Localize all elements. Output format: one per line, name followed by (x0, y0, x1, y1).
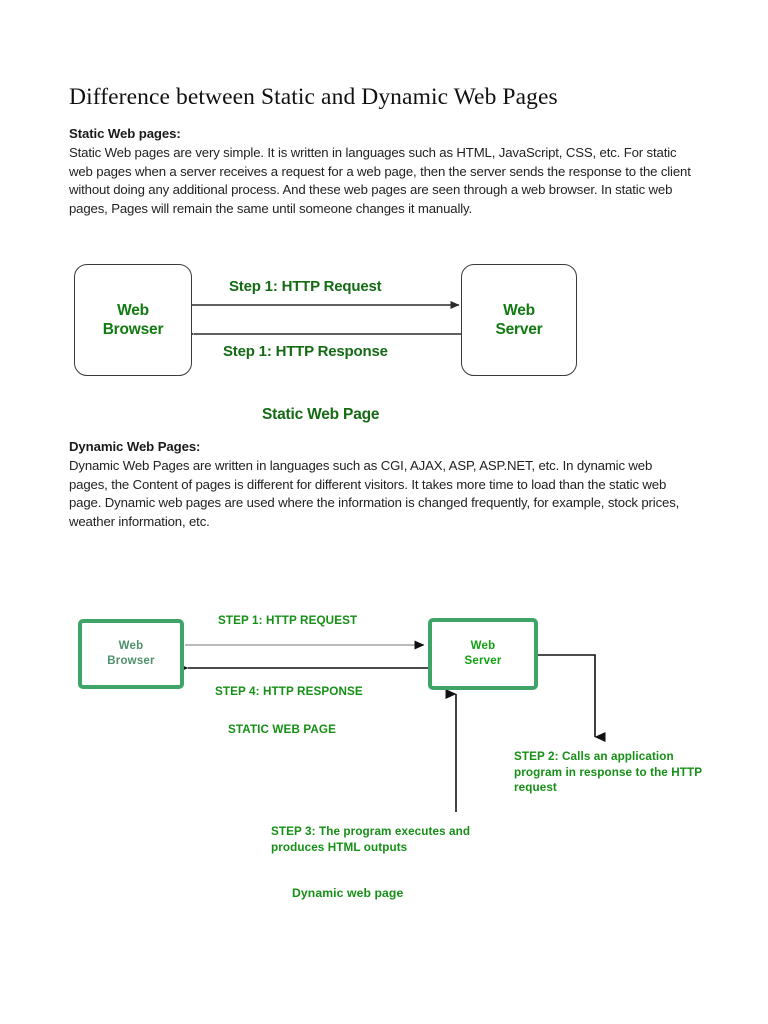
static-arrow-response-label: Step 1: HTTP Response (223, 343, 388, 360)
dynamic-diagram-step2-label: STEP 2: Calls an application program in … (514, 750, 702, 794)
dynamic-arrow-response-label: STEP 4: HTTP RESPONSE (215, 685, 363, 698)
static-diagram-caption: Static Web Page (262, 406, 380, 423)
static-server-label-line1: Web (503, 302, 535, 319)
dynamic-browser-label-line2: Browser (107, 655, 155, 667)
static-browser-label-line1: Web (117, 302, 149, 319)
section-dynamic-heading: Dynamic Web Pages: (69, 439, 201, 454)
static-diagram-web-server-box: Web Server (461, 264, 577, 376)
section-static-web-pages: Static Web pages: Static Web pages are v… (69, 125, 697, 218)
static-arrow-request-label: Step 1: HTTP Request (229, 278, 382, 295)
static-browser-label-line2: Browser (102, 321, 164, 338)
section-static-body: Static Web pages are very simple. It is … (69, 145, 691, 216)
dynamic-diagram-web-browser-box: Web Browser (78, 619, 184, 689)
static-diagram-web-browser-box: Web Browser (74, 264, 192, 376)
dynamic-diagram-caption: Dynamic web page (292, 886, 404, 900)
dynamic-diagram-step3-label: STEP 3: The program executes and produce… (271, 825, 471, 854)
section-static-heading: Static Web pages: (69, 126, 181, 141)
static-server-label-line2: Server (495, 321, 543, 338)
section-dynamic-body: Dynamic Web Pages are written in languag… (69, 458, 680, 529)
dynamic-diagram-static-web-page-label: STATIC WEB PAGE (228, 723, 336, 736)
dynamic-arrow-request-label: STEP 1: HTTP REQUEST (218, 614, 358, 627)
section-dynamic-web-pages: Dynamic Web Pages: Dynamic Web Pages are… (69, 438, 697, 531)
dynamic-arrow-step2-line (538, 654, 606, 742)
dynamic-server-label-line1: Web (470, 640, 496, 652)
dynamic-diagram-web-server-box: Web Server (428, 618, 538, 690)
page-title: Difference between Static and Dynamic We… (69, 84, 558, 110)
dynamic-browser-label-line1: Web (118, 640, 144, 652)
dynamic-server-label-line2: Server (464, 655, 502, 667)
